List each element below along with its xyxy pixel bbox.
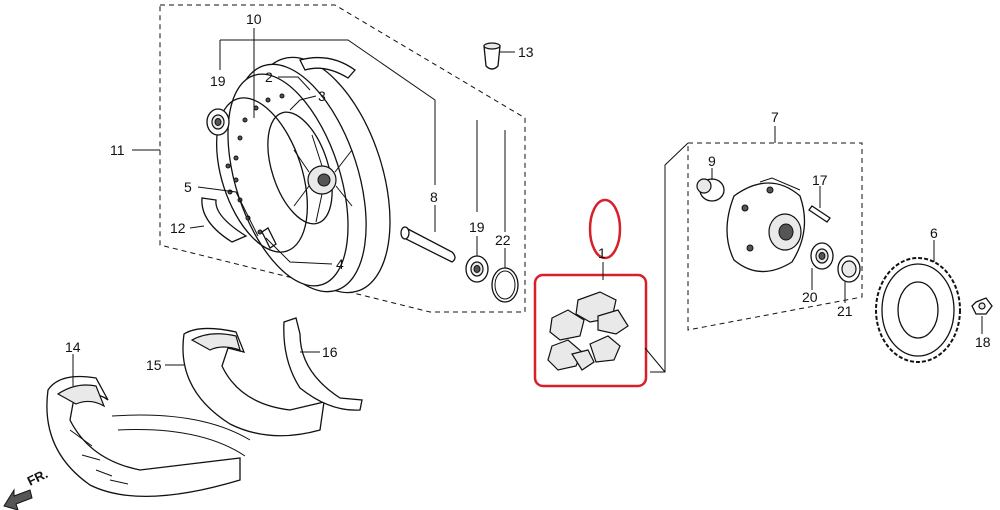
tire-14 — [46, 375, 251, 498]
label-part-13: 13 — [518, 44, 534, 60]
rear-wheel — [215, 56, 391, 294]
label-part-15: 15 — [146, 357, 162, 373]
label-part-17: 17 — [812, 172, 828, 188]
bearing-20 — [810, 242, 834, 270]
label-part-4: 4 — [336, 256, 344, 272]
stud-17 — [808, 205, 831, 223]
part-number-labels: 10 11 19 2 3 5 12 4 8 19 22 13 1 7 9 17 … — [65, 11, 991, 373]
label-part-19-right: 19 — [469, 219, 485, 235]
highlight-box — [533, 273, 648, 388]
label-part-16: 16 — [322, 344, 338, 360]
collar-9 — [696, 178, 725, 202]
wheel-cover-part — [299, 56, 356, 79]
label-part-22: 22 — [495, 232, 511, 248]
label-part-5: 5 — [184, 179, 192, 195]
bearing-19-right — [465, 255, 489, 283]
label-part-12: 12 — [170, 220, 186, 236]
cap-13 — [483, 42, 501, 70]
label-part-8: 8 — [430, 189, 438, 205]
label-part-14: 14 — [65, 339, 81, 355]
label-part-10: 10 — [246, 11, 262, 27]
balance-weight-12 — [201, 197, 248, 243]
rim-band-16 — [283, 317, 363, 411]
driven-flange-hub — [726, 177, 806, 273]
label-part-11: 11 — [110, 142, 125, 158]
label-part-6: 6 — [930, 225, 938, 241]
axle-sleeve-8 — [400, 226, 456, 263]
highlight-oval — [588, 198, 622, 260]
label-part-20: 20 — [802, 289, 818, 305]
front-direction-arrow: FR. — [3, 466, 50, 510]
highlight-marks — [533, 198, 648, 388]
label-part-3: 3 — [318, 88, 326, 104]
label-part-2: 2 — [265, 69, 273, 85]
label-part-9: 9 — [708, 153, 716, 169]
wheel-assembly-boundary — [159, 4, 526, 313]
front-direction-label: FR. — [25, 466, 50, 489]
o-ring-22 — [491, 267, 519, 303]
nut-18 — [971, 297, 993, 315]
label-part-18: 18 — [975, 334, 991, 350]
leader-lines — [72, 28, 983, 386]
label-part-1: 1 — [598, 245, 606, 261]
flange-assembly-boundary — [650, 142, 863, 373]
sprocket-6 — [875, 257, 961, 363]
label-part-21: 21 — [837, 303, 853, 319]
seal-21 — [837, 255, 861, 283]
damper-rubbers-1 — [547, 291, 629, 371]
label-part-7: 7 — [771, 109, 779, 125]
bearing-19-left — [206, 108, 230, 136]
label-part-19-left: 19 — [210, 73, 226, 89]
